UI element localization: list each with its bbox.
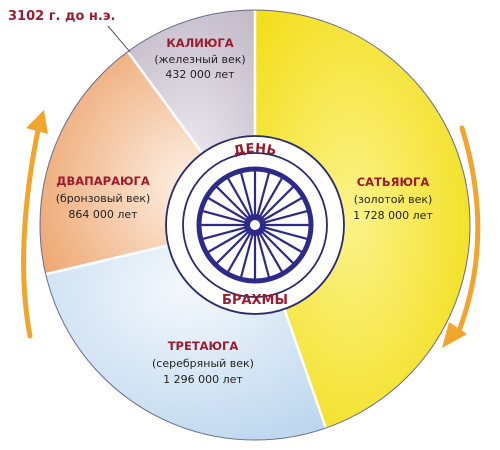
wheel-spoke xyxy=(259,177,284,217)
segment-subtitle: (бронзовый век) xyxy=(56,192,151,205)
wheel-spoke xyxy=(256,234,271,279)
wheel-spoke xyxy=(215,231,249,265)
segment-duration: 864 000 лет xyxy=(68,208,138,221)
label-kali: КАЛИЮГА (железный век) 432 000 лет xyxy=(154,36,245,81)
label-satya: САТЬЯЮГА (золотой век) 1 728 000 лет xyxy=(353,175,433,222)
wheel-spoke xyxy=(207,229,247,254)
wheel-spoke xyxy=(226,177,251,217)
wheel-spoke xyxy=(239,234,254,279)
wheel-spoke xyxy=(264,226,309,241)
wheel-spoke xyxy=(261,185,295,219)
outer-rim xyxy=(39,9,471,441)
wheel-spoke xyxy=(264,209,309,224)
label-treta: ТРЕТАЮГА (серебряный век) 1 296 000 лет xyxy=(152,339,254,386)
segment-duration: 1 296 000 лет xyxy=(163,373,243,386)
label-dvapara: ДВАПАРАЮГА (бронзовый век) 864 000 лет xyxy=(56,174,151,221)
wheel-spoke xyxy=(215,185,249,219)
wheel-spoke xyxy=(201,209,246,224)
date-leader-line xyxy=(107,25,131,53)
wheel-spoke xyxy=(261,231,295,265)
segment-name: ТРЕТАЮГА xyxy=(168,339,239,353)
ring-word-bottom: БРАХМЫ xyxy=(222,293,288,308)
cycle-arrow-right xyxy=(442,125,481,348)
segment-subtitle: (золотой век) xyxy=(354,193,433,206)
wheel-spoke xyxy=(256,171,271,216)
wheel-spoke xyxy=(239,171,254,216)
segment-name: САТЬЯЮГА xyxy=(357,175,430,189)
wheel-spoke xyxy=(226,233,251,273)
epoch-date-label: 3102 г. до н.э. xyxy=(8,9,116,24)
wheel-spoke xyxy=(263,229,303,254)
segment-duration: 432 000 лет xyxy=(165,68,235,81)
segment-subtitle: (железный век) xyxy=(154,53,245,66)
wheel-spoke xyxy=(207,196,247,221)
segment-duration: 1 728 000 лет xyxy=(353,209,433,222)
wheel-spoke xyxy=(201,226,246,241)
wheel-spoke xyxy=(259,233,284,273)
segment-name: КАЛИЮГА xyxy=(166,36,233,50)
wheel-spoke xyxy=(263,196,303,221)
ashoka-chakra-icon xyxy=(196,166,314,284)
segment-name: ДВАПАРАЮГА xyxy=(56,174,150,188)
cycle-arrow-left xyxy=(21,110,48,339)
segment-satya xyxy=(255,9,471,429)
segment-subtitle: (серебряный век) xyxy=(152,357,254,370)
